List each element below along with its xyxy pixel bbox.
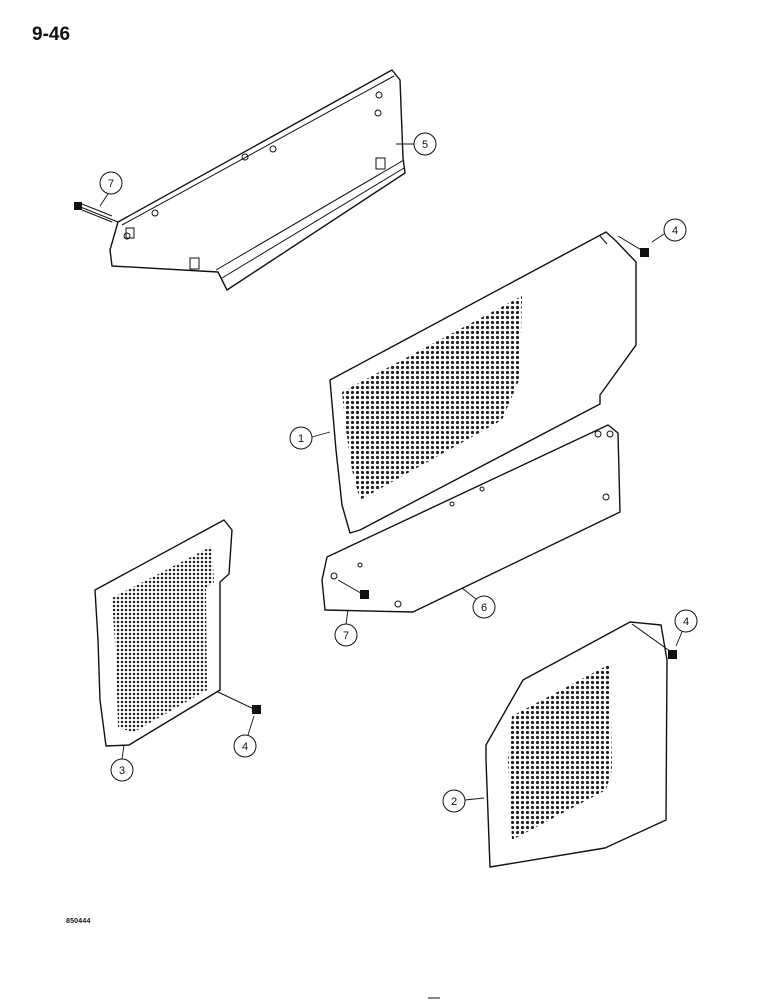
callout-4-upper: 4 [651,218,687,243]
svg-text:2: 2 [451,796,457,808]
screen-part-1 [329,231,637,534]
callout-1: 1 [289,426,331,450]
svg-text:7: 7 [108,178,114,190]
screen-part-3 [94,519,233,747]
bracket-part-5 [109,69,406,291]
svg-text:7: 7 [343,630,349,642]
bolt-4-right [631,623,677,659]
svg-text:4: 4 [672,225,678,237]
callout-5: 5 [396,132,437,156]
svg-text:6: 6 [481,602,487,614]
callout-6: 6 [461,587,496,619]
screen-part-2 [485,621,668,868]
bolt-7-lower [337,579,369,599]
page-number: 9-46 [32,24,71,45]
callout-2: 2 [442,789,485,813]
bolt-7-upper [74,202,119,223]
callout-4-right: 4 [674,609,698,647]
svg-text:4: 4 [683,616,689,628]
bolt-4-upper [617,235,649,257]
callout-3: 3 [110,744,134,782]
callout-7-upper: 7 [99,171,123,207]
bolt-4-left [217,691,261,714]
svg-text:4: 4 [242,741,248,753]
panel-part-6 [321,424,621,613]
svg-text:5: 5 [422,139,428,151]
drawing-code: 850444 [66,918,91,925]
svg-text:3: 3 [119,765,125,777]
svg-text:1: 1 [298,433,304,445]
callout-4-left: 4 [233,715,257,758]
callout-7-lower: 7 [334,609,358,647]
